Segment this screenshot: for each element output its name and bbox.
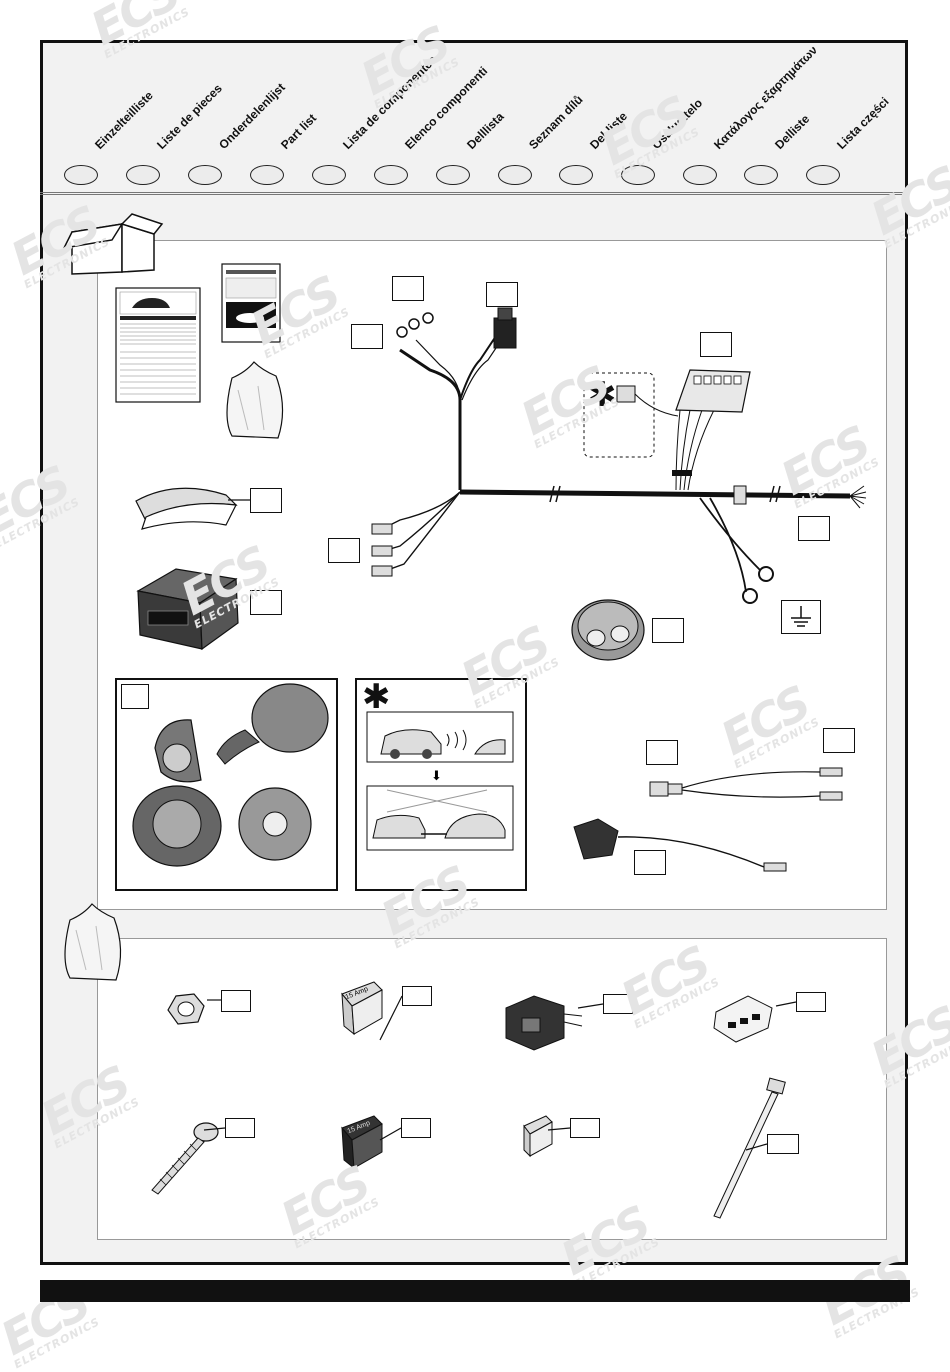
part-number-box [646,740,678,765]
part-number-box [121,684,149,709]
part-number-box [401,1118,431,1138]
language-checkbox [621,165,655,185]
language-checkbox [806,165,840,185]
language-checkbox [126,165,160,185]
part-number-box [328,538,360,563]
wiring-harness-illustration [371,307,867,604]
fuse-15a-b-icon [341,1115,383,1170]
parking-sensor-illustration [366,711,514,851]
part-number-box [392,276,424,301]
language-checkbox [250,165,284,185]
box-icon [62,213,164,275]
optional-star-symbol: ✱ [588,376,617,414]
rubber-grommet-icon [571,599,645,661]
header-separator [40,192,908,195]
cable-tie-icon [713,1077,786,1219]
ground-icon [791,606,811,627]
small-parts-panel [97,938,887,1240]
part-number-box [570,1118,600,1138]
part-number-box [634,850,666,875]
control-module-icon [136,568,239,651]
part-number-box [796,992,826,1012]
towbar-socket-illustration [132,683,329,867]
socket-connector-icon [505,995,583,1051]
language-checkbox [559,165,593,185]
part-number-box [798,516,830,541]
language-checkbox [498,165,532,185]
part-number-box [351,324,383,349]
part-number-box [250,488,282,513]
part-number-box [767,1134,799,1154]
language-checkbox [188,165,222,185]
language-checkbox [436,165,470,185]
mini-fuse-icon [523,1115,553,1158]
language-checkbox [312,165,346,185]
sensor-cable-icon [573,818,787,872]
parking-star-symbol: ✱ [362,678,391,716]
part-number-box [823,728,855,753]
arrow-down-icon: ⬇ [431,768,442,783]
plastic-bag-icon [226,361,284,439]
adapter-cable-icon [649,767,843,801]
optional-connector-callout [583,372,679,458]
fuse-15a-icon [341,981,383,1036]
part-number-box [652,618,684,643]
language-checkbox [374,165,408,185]
wire-connector-icon [713,995,773,1043]
language-checkbox [64,165,98,185]
part-number-box [250,590,282,615]
part-number-box [225,1118,255,1138]
part-number-box [700,332,732,357]
part-number-box [486,282,518,307]
language-checkbox [683,165,717,185]
language-checkbox [744,165,778,185]
nut-icon [167,993,205,1025]
screw-icon [151,1122,219,1195]
footer-bar [40,1280,910,1302]
small-parts-bag-icon [64,903,122,981]
callout-lines [203,499,797,1151]
manual-documents-icon [115,263,281,403]
part-number-box [402,986,432,1006]
adhesive-sheet-icon [135,487,238,530]
part-number-box [221,990,251,1012]
part-number-box [603,994,633,1014]
